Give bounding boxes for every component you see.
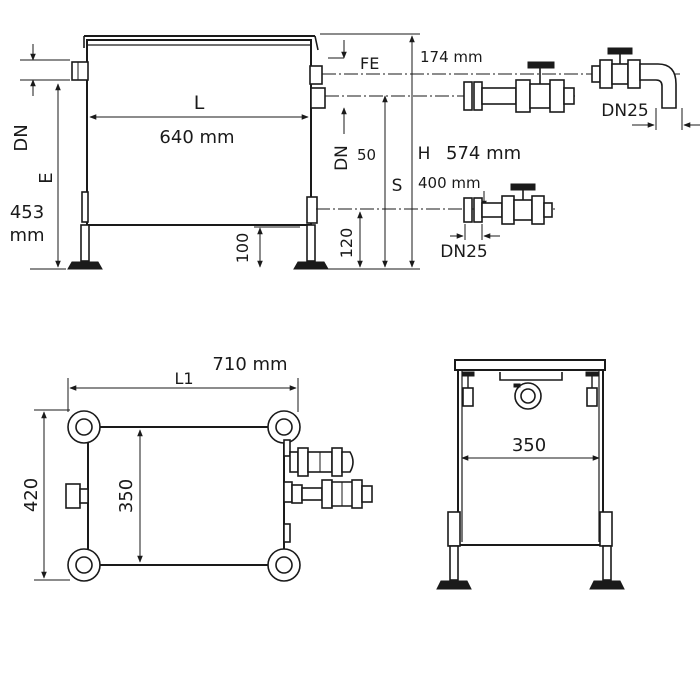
top-view: 710 mm L1 420 350 — [21, 354, 373, 582]
left-foot — [67, 261, 103, 270]
top-upper-valve — [289, 447, 354, 477]
end-top-bar — [454, 359, 606, 371]
bottom-outlet — [306, 196, 318, 224]
label-DN25-top: DN25 — [601, 101, 648, 121]
feet — [67, 410, 301, 582]
end-right-sleeve — [599, 511, 613, 547]
dim-120: 120 — [337, 228, 356, 259]
length-400: 400 mm — [418, 174, 481, 192]
bottom-valve-assembly — [463, 183, 553, 225]
top-lower-valve — [291, 479, 373, 509]
length-453-unit: mm — [9, 225, 44, 246]
end-left-leg — [449, 545, 459, 581]
label-S: S — [392, 176, 403, 196]
length-174: 174 mm — [420, 48, 483, 66]
end-view: 350 — [436, 359, 625, 590]
left-wall-bracket — [81, 191, 89, 223]
end-left-foot — [436, 580, 472, 590]
dim-350-top: 350 — [116, 479, 137, 513]
vent-outlet — [309, 65, 323, 85]
end-right-leg — [602, 545, 612, 581]
lid-right-edge — [314, 35, 319, 51]
side-view: L 640 mm DN E 453 mm 100 120 S H 574 mm — [9, 33, 700, 270]
length-640: 640 mm — [159, 127, 234, 148]
upper-outlet — [310, 87, 326, 109]
dim-420: 420 — [21, 478, 42, 512]
right-foot — [293, 261, 329, 270]
end-right-foot — [589, 580, 625, 590]
label-H: H — [418, 144, 431, 164]
label-L: L — [194, 92, 205, 114]
length-710: 710 mm — [212, 354, 287, 375]
label-DN25-bottom: DN25 — [440, 242, 487, 262]
upper-valve-assembly — [463, 61, 575, 113]
vent-valve-elbow — [591, 47, 677, 109]
dim-350-end: 350 — [512, 435, 546, 456]
dim-100: 100 — [233, 233, 252, 264]
dim-50: 50 — [357, 146, 376, 164]
top-inlet — [65, 483, 81, 509]
label-DN-mid: DN — [332, 145, 352, 171]
label-DN-left: DN — [11, 124, 32, 151]
length-574: 574 mm — [446, 143, 521, 164]
left-leg — [80, 224, 90, 262]
label-L1: L1 — [174, 369, 193, 388]
end-left-sleeve — [447, 511, 461, 547]
length-453: 453 — [10, 202, 44, 223]
label-E: E — [36, 172, 57, 183]
label-FE: FE — [360, 54, 379, 73]
end-hangers — [461, 371, 599, 407]
tank-body — [86, 39, 312, 226]
right-leg — [306, 224, 316, 262]
inlet-stub — [71, 61, 89, 81]
